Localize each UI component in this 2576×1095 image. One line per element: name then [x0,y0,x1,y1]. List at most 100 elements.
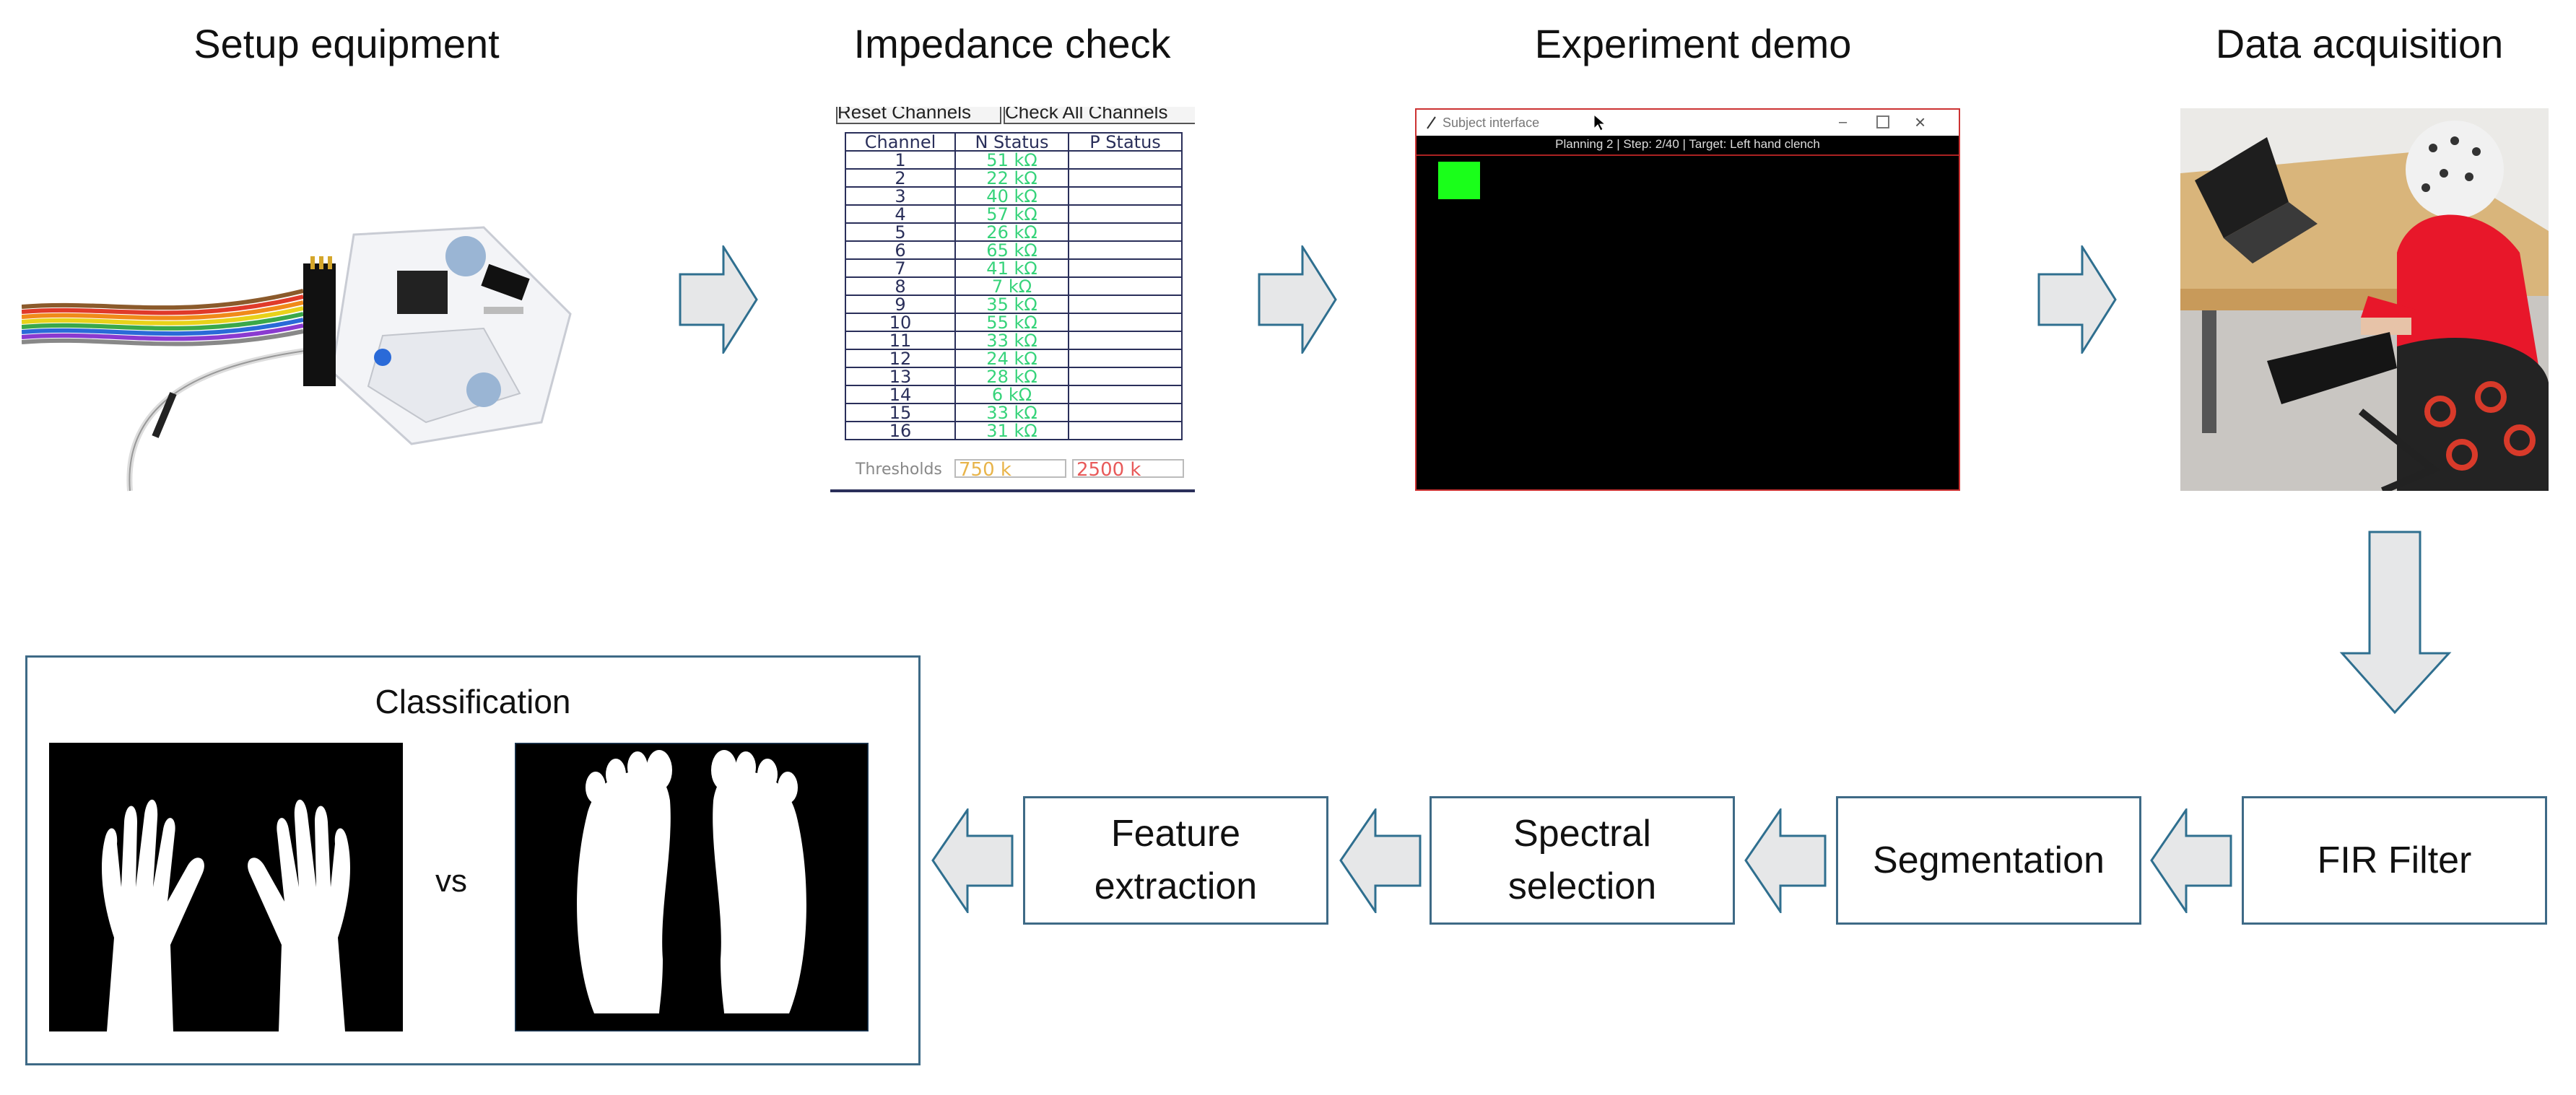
stage-title-impedance: Impedance check [853,21,1171,66]
channel-cell: 10 [845,313,956,332]
arrow-right-icon [1258,245,1337,354]
channel-cell: 5 [845,222,956,242]
n-status-cell: 33 kΩ [954,403,1069,422]
maximize-button[interactable] [1876,115,1889,128]
eeg-board-image [22,226,572,492]
n-status-cell: 28 kΩ [954,367,1069,386]
n-status-cell: 33 kΩ [954,331,1069,350]
arrow-left-icon [1339,808,1422,913]
p-status-cell [1068,403,1183,422]
channel-cell: 11 [845,331,956,350]
p-status-cell [1068,349,1183,368]
n-status-cell: 65 kΩ [954,240,1069,260]
n-status-cell: 31 kΩ [954,421,1069,440]
n-status-cell: 57 kΩ [954,204,1069,224]
p-status-cell [1068,295,1183,314]
n-status-cell: 55 kΩ [954,313,1069,332]
n-status-cell: 41 kΩ [954,258,1069,278]
panel-bottom-rule [830,489,1195,492]
p-status-cell [1068,204,1183,224]
feature-extraction-label: Feature extraction [1094,813,1258,907]
threshold-high-field[interactable]: 2500 k [1072,459,1184,479]
vs-label: vs [435,863,467,899]
green-cue-square [1438,162,1480,199]
n-status-cell: 40 kΩ [954,186,1069,206]
stage-title-setup: Setup equipment [193,21,500,66]
status-divider [1417,154,1959,156]
n-status-cell: 35 kΩ [954,295,1069,314]
p-status-cell [1068,168,1183,188]
channel-cell: 13 [845,367,956,386]
fir-filter-box: FIR Filter [2242,796,2547,925]
acquisition-photo [2180,108,2549,491]
arrow-down-icon [2339,531,2452,715]
trial-status-text: Planning 2 | Step: 2/40 | Target: Left h… [1555,137,1820,151]
p-status-cell [1068,331,1183,350]
p-status-cell [1068,258,1183,278]
p-status-cell [1068,186,1183,206]
feet-image [515,743,869,1031]
p-status-cell [1068,222,1183,242]
arrow-left-icon [931,808,1014,913]
reset-channels-tab[interactable]: Reset Channels [836,107,1001,124]
stage-title-demo: Experiment demo [1534,21,1852,66]
classification-title: Classification [375,683,571,720]
channel-cell: 14 [845,385,956,404]
column-header-n-status: N Status [954,132,1069,152]
window-title: Subject interface [1443,115,1540,130]
spectral-selection-box: Spectral selection [1430,796,1735,925]
p-status-cell [1068,150,1183,170]
close-button[interactable]: × [1915,111,1926,133]
channel-cell: 3 [845,186,956,206]
segmentation-box: Segmentation [1836,796,2141,925]
channel-cell: 1 [845,150,956,170]
stage-title-acquisition: Data acquisition [2215,21,2504,66]
n-status-cell: 22 kΩ [954,168,1069,188]
feather-icon [1427,116,1436,129]
arrow-right-icon [2037,245,2117,354]
impedance-panel: Reset Channels Check All Channels Channe… [830,107,1195,493]
column-header-p-status: P Status [1068,132,1183,152]
mouse-cursor-icon [1593,114,1606,131]
n-status-cell: 26 kΩ [954,222,1069,242]
channel-cell: 8 [845,276,956,296]
channel-cell: 4 [845,204,956,224]
channel-cell: 6 [845,240,956,260]
p-status-cell [1068,385,1183,404]
n-status-cell: 24 kΩ [954,349,1069,368]
n-status-cell: 51 kΩ [954,150,1069,170]
minimize-button[interactable]: – [1839,114,1848,130]
channel-cell: 7 [845,258,956,278]
channel-cell: 2 [845,168,956,188]
n-status-cell: 6 kΩ [954,385,1069,404]
channel-cell: 9 [845,295,956,314]
window-title-bar: Subject interface – × [1417,110,1959,136]
arrow-left-icon [2150,808,2232,913]
feature-extraction-box: Feature extraction [1023,796,1328,925]
channel-cell: 12 [845,349,956,368]
arrow-left-icon [1744,808,1827,913]
n-status-cell: 7 kΩ [954,276,1069,296]
arrow-right-icon [679,245,758,354]
check-all-channels-tab[interactable]: Check All Channels [1004,107,1195,124]
threshold-low-field[interactable]: 750 k [954,459,1066,479]
classification-panel: Classification vs [25,655,921,1065]
channel-cell: 15 [845,403,956,422]
column-header-channel: Channel [845,132,956,152]
hands-image [49,743,403,1031]
